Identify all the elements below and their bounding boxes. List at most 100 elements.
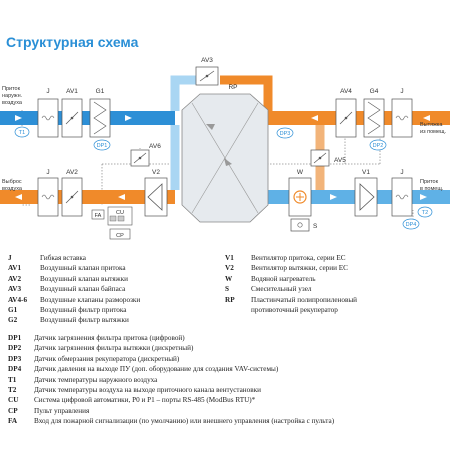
legend-value: Смесительный узел — [251, 285, 312, 294]
v1-fan — [354, 177, 378, 217]
legend-item: FA Вход для пожарной сигнализации (по умо… — [8, 416, 334, 426]
legend-value: Воздушный фильтр вытяжки — [40, 316, 129, 325]
g1-label: G1 — [96, 88, 105, 95]
av4-damper — [335, 98, 357, 138]
legend-key: S — [225, 285, 229, 294]
j-flex-top-right — [391, 98, 413, 138]
sensor-dp2 — [369, 139, 387, 151]
v2-fan — [144, 177, 168, 217]
legend-item: DP3 Датчик обмерзания рекуператора (дискр… — [8, 354, 334, 364]
j-bottom-left-label: J — [46, 169, 49, 176]
legend-key: CU — [8, 396, 19, 405]
legend-key: W — [225, 274, 233, 283]
legend-key: G2 — [8, 316, 18, 325]
j-flex-top-left — [37, 98, 59, 138]
legend-value: Датчик обмерзания рекуператора (дискретн… — [34, 354, 180, 363]
av5-damper — [310, 149, 330, 167]
legend-value: Воздушный клапан вытяжки — [40, 274, 128, 283]
legend-key: DP3 — [8, 354, 22, 363]
legend-item: AV3 Воздушный клапан байпаса — [8, 284, 140, 294]
legend-key — [225, 305, 251, 315]
cp-panel — [109, 228, 131, 240]
legend-key: RP — [225, 295, 235, 304]
dp3-label: DP3 — [280, 131, 291, 137]
extract-label-1: из помещ. — [420, 129, 447, 135]
g4-label: G4 — [370, 88, 379, 95]
t1-label: T1 — [19, 130, 25, 136]
legend-value: Датчик загрязнения фильтра притока (цифр… — [34, 334, 185, 342]
av3-damper — [195, 66, 219, 86]
supply-label-0: Приток — [420, 179, 439, 185]
s-mixing-unit — [290, 218, 310, 232]
j-top-left-label: J — [46, 88, 49, 95]
j-bottom-right-label: J — [400, 169, 403, 176]
legend-value: Вход для пожарной сигнализации (по умолч… — [34, 417, 335, 426]
legend-key: T1 — [8, 375, 17, 384]
intake-duct — [0, 111, 175, 125]
dp2-label: DP2 — [373, 143, 384, 149]
legend-value: Водяной нагреватель — [251, 274, 316, 283]
legend-value: Воздушный клапан притока — [40, 264, 126, 273]
g4-filter — [363, 98, 385, 138]
av1-damper — [61, 98, 83, 138]
bypass-right-down — [262, 75, 273, 111]
sensor-dp3 — [276, 127, 294, 139]
rp-label: RP — [228, 84, 237, 91]
legend-key: AV3 — [8, 285, 22, 294]
cp-label: CP — [116, 233, 124, 239]
t2-label: T2 — [422, 210, 428, 216]
exhaust-label-0: Выброс — [2, 179, 22, 185]
flow-arrows — [15, 115, 430, 200]
j-flex-bottom-left — [37, 177, 59, 217]
bypass-left — [170, 75, 200, 111]
legend-item: G2 Воздушный фильтр вытяжки — [8, 315, 140, 325]
legend-key: DP4 — [8, 365, 22, 374]
sensor-dp4 — [402, 218, 420, 230]
v2-label: V2 — [152, 169, 160, 176]
sensor-t2 — [417, 206, 433, 218]
legend-item: T2 Датчик температуры воздуха на выходе п… — [8, 385, 334, 395]
j-flex-bottom-right — [391, 177, 413, 217]
legend-item: G1 Воздушный фильтр притока — [8, 305, 140, 315]
legend-value: противоточный рекуператор — [251, 306, 338, 315]
legend-item: AV1 Воздушный клапан притока — [8, 263, 140, 273]
fa-input — [91, 209, 105, 220]
dp1-label: DP1 — [97, 143, 108, 149]
legend-value: Воздушные клапаны разморозки — [40, 295, 141, 304]
legend-value: Воздушный фильтр притока — [40, 306, 127, 315]
legend-value: Пульт управления — [34, 406, 90, 415]
cu-controller — [107, 206, 133, 226]
legend-key: T2 — [8, 386, 17, 395]
intake-label-0: Приток — [2, 86, 21, 92]
v1-label: V1 — [362, 169, 370, 176]
legend-key: AV1 — [8, 264, 22, 273]
legend-item: S Смесительный узел — [225, 284, 357, 294]
sensor-t1 — [14, 126, 30, 138]
av1-label: AV1 — [66, 88, 78, 95]
legend-item: RP Пластинчатый полипропиленовый — [225, 295, 357, 305]
recuperator-rp — [181, 93, 269, 223]
legend-value: Пластинчатый полипропиленовый — [251, 295, 358, 304]
legend-key: G1 — [8, 306, 18, 315]
legend-key: DP2 — [8, 344, 22, 353]
legend-key: FA — [8, 417, 18, 426]
legend-value: Датчик загрязнения фильтра вытяжки (диск… — [34, 344, 194, 353]
legend-value: Датчик температуры воздуха на выходе при… — [34, 386, 261, 395]
s-label: S — [313, 223, 318, 230]
legend-key: J — [8, 254, 12, 262]
legend-key: AV2 — [8, 274, 22, 283]
legend-value: Воздушный клапан байпаса — [40, 285, 126, 294]
legend-item: DP2 Датчик загрязнения фильтра вытяжки (д… — [8, 343, 334, 353]
av4-label: AV4 — [340, 88, 352, 95]
intake-label-1: наружн. — [2, 93, 23, 99]
av6-damper — [130, 149, 150, 167]
